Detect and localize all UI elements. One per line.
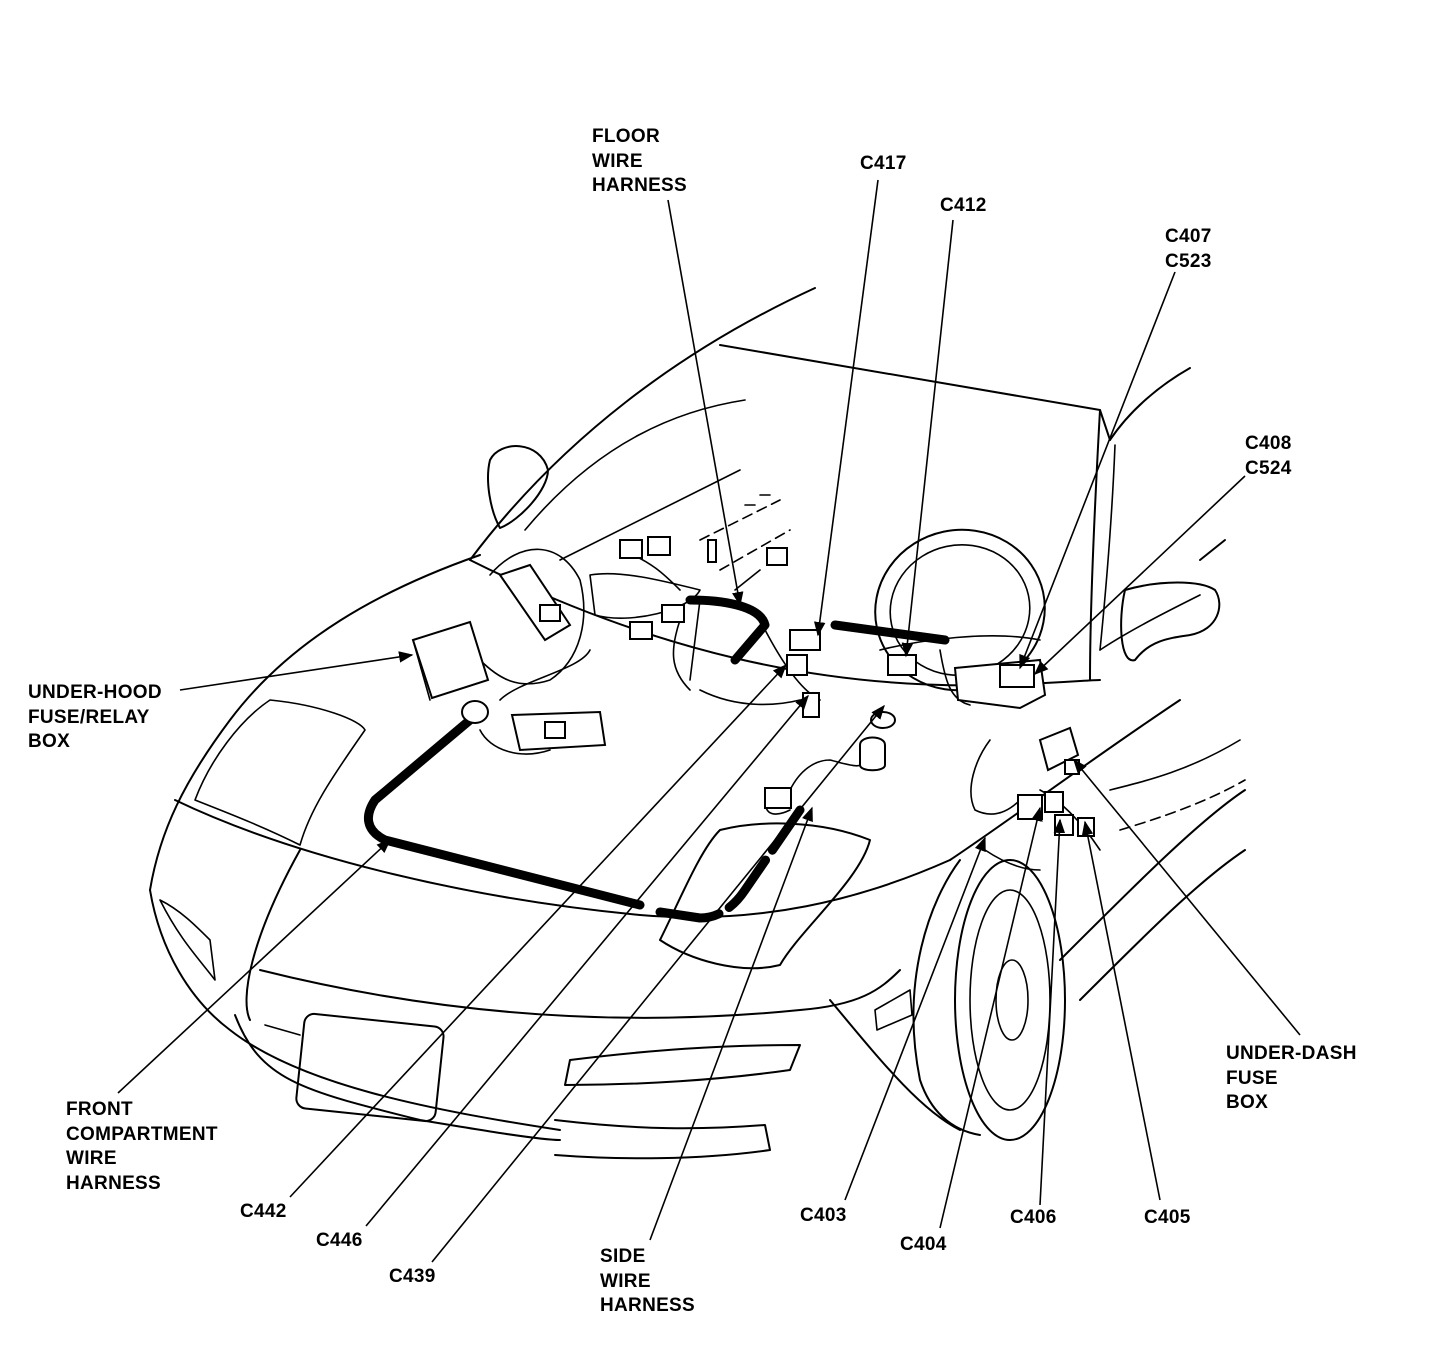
label-floor-wire-harness: FLOOR WIRE HARNESS <box>592 125 687 199</box>
label-line: SIDE <box>600 1246 646 1267</box>
label-line: HARNESS <box>600 1295 696 1316</box>
label-c404: C404 <box>900 1234 947 1255</box>
label-line: FUSE/RELAY <box>28 706 150 728</box>
label-line: HARNESS <box>592 175 688 196</box>
label-line: HARNESS <box>66 1172 162 1194</box>
leader-lines <box>117 179 1301 1263</box>
label-line: BOX <box>28 731 71 752</box>
label-line: C524 <box>1245 457 1292 479</box>
label-under-hood-fuse-relay-box: UNDER-HOOD FUSE/RELAY BOX <box>28 681 162 755</box>
floor-harness <box>685 595 770 665</box>
label-line: FLOOR <box>592 126 660 147</box>
label-line: C407 <box>1165 226 1212 247</box>
label-line: BOX <box>1226 1092 1269 1113</box>
label-line: WIRE <box>600 1270 651 1292</box>
label-c442: C442 <box>240 1201 287 1222</box>
components <box>411 536 1095 837</box>
label-line: WIRE <box>592 150 643 172</box>
label-line: C523 <box>1165 250 1212 272</box>
label-c405: C405 <box>1144 1207 1191 1228</box>
label-c417: C417 <box>860 153 907 174</box>
label-c403: C403 <box>800 1205 847 1226</box>
wire-harnesses <box>364 548 1101 923</box>
label-under-dash-fuse-box: UNDER-DASH FUSE BOX <box>1226 1042 1357 1116</box>
label-c412: C412 <box>940 195 987 216</box>
label-c407-c523: C407 C523 <box>1165 225 1212 274</box>
label-c446: C446 <box>316 1230 363 1251</box>
label-c406: C406 <box>1010 1207 1057 1228</box>
label-line: FUSE <box>1226 1067 1278 1089</box>
car-body <box>149 287 1246 1160</box>
label-line: WIRE <box>66 1148 117 1169</box>
label-c408-c524: C408 C524 <box>1245 432 1292 481</box>
label-line: COMPARTMENT <box>66 1123 218 1145</box>
label-line: UNDER-DASH <box>1226 1043 1357 1064</box>
label-c439: C439 <box>389 1266 436 1287</box>
label-line: C408 <box>1245 433 1292 454</box>
label-side-wire-harness: SIDE WIRE HARNESS <box>600 1245 695 1319</box>
label-front-compartment-wire-harness: FRONT COMPARTMENT WIRE HARNESS <box>66 1098 218 1196</box>
under-hood-fuse-relay-box <box>411 620 490 700</box>
label-line: FRONT <box>66 1099 133 1120</box>
label-line: UNDER-HOOD <box>28 682 162 703</box>
